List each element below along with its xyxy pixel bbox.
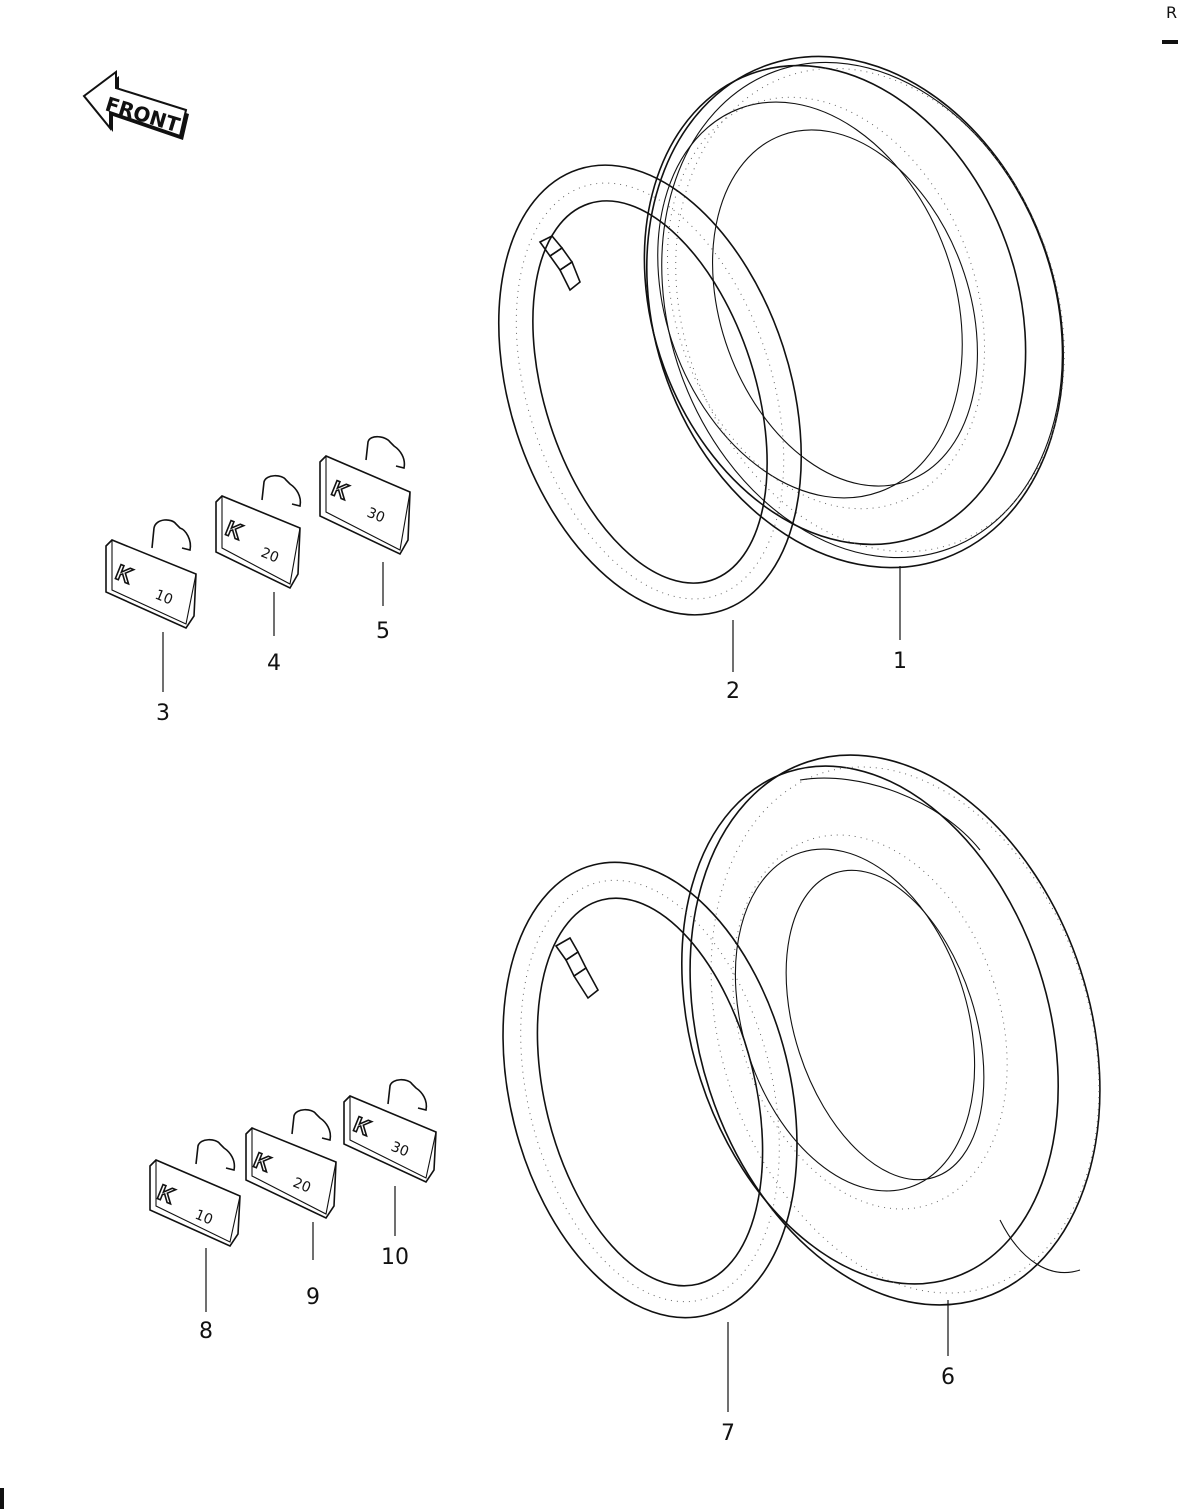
front-weight-30-value: 30 [365,505,388,527]
front-weight-20-value: 20 [259,545,282,567]
front-weight-30: K 30 [319,435,411,556]
front-weight-10: K 10 [105,519,197,630]
rear-weight-30: K 30 [343,1078,437,1184]
front-weight-10-value: 10 [153,587,176,609]
rear-weight-20-marking: K [250,1147,274,1176]
front-tube [497,164,803,616]
callout-1: 1 [893,649,907,674]
rear-valve-stem-icon [554,936,600,1000]
callout-3: 3 [156,701,170,726]
front-weight-20: K 20 [215,474,302,590]
front-weight-30-marking: K [328,475,352,504]
rear-weight-10-value: 10 [193,1207,216,1229]
rear-weight-10: K 10 [149,1138,241,1248]
callout-6: 6 [941,1365,955,1390]
rear-tire [681,754,1101,1306]
corner-marker: R [1162,3,1178,44]
callout-8: 8 [199,1319,213,1344]
front-valve-stem-icon [538,235,581,292]
rear-weight-20-value: 20 [291,1175,314,1197]
rear-weight-10-marking: K [154,1179,178,1208]
corner-marker-label: R [1166,3,1177,22]
edge-mark [0,1488,4,1509]
callout-10: 10 [381,1245,409,1270]
front-weight-20-marking: K [222,515,246,544]
callout-5: 5 [376,619,390,644]
rear-tube [502,861,798,1319]
front-arrow-icon: FRONT [82,70,189,140]
callout-9: 9 [306,1285,320,1310]
callout-4: 4 [267,651,281,676]
callout-7: 7 [721,1421,735,1446]
front-tire [643,55,1065,569]
front-weight-10-marking: K [112,559,136,588]
rear-weight-30-value: 30 [389,1139,412,1161]
rear-weight-20: K 20 [245,1108,337,1220]
callout-2: 2 [726,679,740,704]
rear-weight-30-marking: K [350,1111,374,1140]
